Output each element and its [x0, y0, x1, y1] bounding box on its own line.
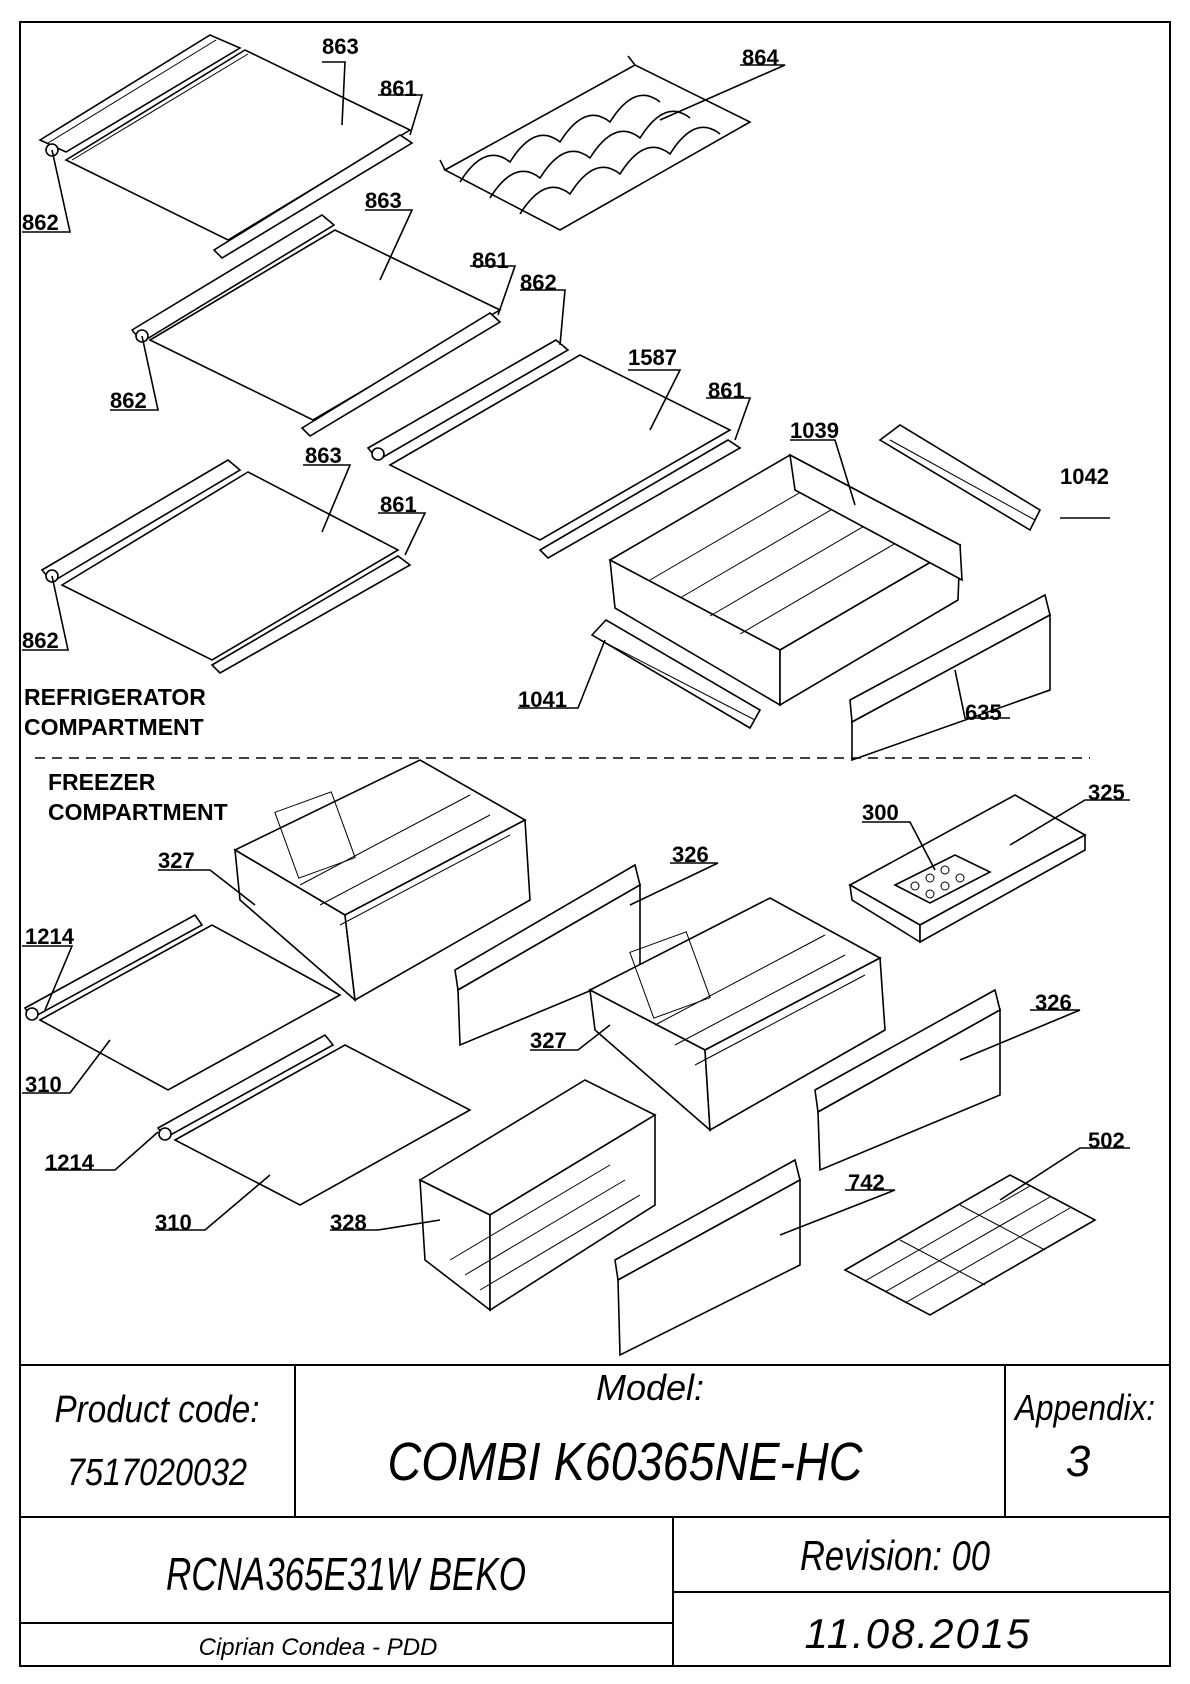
callout-864: 864 [742, 45, 779, 70]
freezer-flap-326-bottom [814, 988, 1001, 1172]
callout-325: 325 [1088, 780, 1125, 805]
callout-310: 310 [155, 1210, 192, 1235]
callout-1587: 1587 [628, 345, 677, 370]
callout-862: 862 [110, 388, 147, 413]
wine-rack-864 [439, 55, 752, 231]
callout-862: 862 [22, 210, 59, 235]
crisper-flap-635 [849, 593, 1051, 762]
callout-862: 862 [520, 270, 557, 295]
product-sku: RCNA365E31W BEKO [166, 1548, 526, 1600]
freezer-flap-742 [614, 1158, 801, 1357]
appendix-value: 3 [1066, 1437, 1091, 1486]
crisper-drawer-1039 [608, 453, 963, 707]
model-value: COMBI K60365NE-HC [388, 1432, 864, 1492]
freezer-drawer-327-top [233, 759, 531, 1002]
freezer-glass-shelf-310-top [23, 913, 342, 1091]
model-label: Model: [596, 1367, 704, 1408]
product-code-label: Product code: [55, 1389, 260, 1431]
callout-502: 502 [1088, 1128, 1125, 1153]
wire-shelf-502 [843, 1174, 1097, 1316]
callout-1214: 1214 [25, 924, 75, 949]
callout-310: 310 [25, 1072, 62, 1097]
callout-861: 861 [708, 378, 745, 403]
callout-1039: 1039 [790, 418, 839, 443]
callout-1214: 1214 [45, 1150, 95, 1175]
glass-shelf-1587 [366, 339, 742, 559]
appendix-label: Appendix: [1013, 1387, 1155, 1428]
ice-tray-holder-325 [848, 794, 1087, 944]
glass-shelf-863-bottom [40, 459, 412, 674]
freezer-basket-328 [418, 1079, 657, 1312]
callout-863: 863 [365, 188, 402, 213]
callout-1041: 1041 [518, 687, 567, 712]
callout-742: 742 [848, 1170, 885, 1195]
callout-327: 327 [158, 848, 195, 873]
callout-861: 861 [380, 76, 417, 101]
callout-861: 861 [380, 492, 417, 517]
freezer-label-line1: FREEZER [48, 769, 156, 795]
glass-shelf-863-top [38, 34, 414, 260]
callout-326: 326 [1035, 990, 1072, 1015]
drawer-rail-1041 [590, 618, 762, 730]
callout-327: 327 [530, 1028, 567, 1053]
revision: Revision: 00 [800, 1532, 991, 1579]
title-block [20, 1364, 1170, 1666]
callout-861: 861 [472, 248, 509, 273]
drawing-frame [19, 21, 1171, 1667]
drawer-rail-1042 [878, 424, 1042, 532]
drawing-date: 11.08.2015 [804, 1610, 1031, 1657]
freezer-label-line2: COMPARTMENT [48, 799, 228, 825]
product-code-value: 7517020032 [67, 1452, 247, 1494]
callout-300: 300 [862, 800, 899, 825]
refrigerator-label-line1: REFRIGERATOR [24, 684, 206, 710]
callout-1042: 1042 [1060, 464, 1109, 489]
callout-635: 635 [965, 700, 1002, 725]
freezer-glass-shelf-310-bottom [156, 1033, 472, 1206]
callout-328: 328 [330, 1210, 367, 1235]
author: Ciprian Condea - PDD [199, 1634, 438, 1661]
callout-863: 863 [322, 34, 359, 59]
callout-326: 326 [672, 842, 709, 867]
callout-862: 862 [22, 628, 59, 653]
leader-lines [22, 61, 1130, 1236]
callout-863: 863 [305, 443, 342, 468]
glass-shelf-863-middle [130, 214, 502, 438]
freezer-drawer-327-bottom [588, 897, 886, 1132]
refrigerator-label-line2: COMPARTMENT [24, 714, 204, 740]
